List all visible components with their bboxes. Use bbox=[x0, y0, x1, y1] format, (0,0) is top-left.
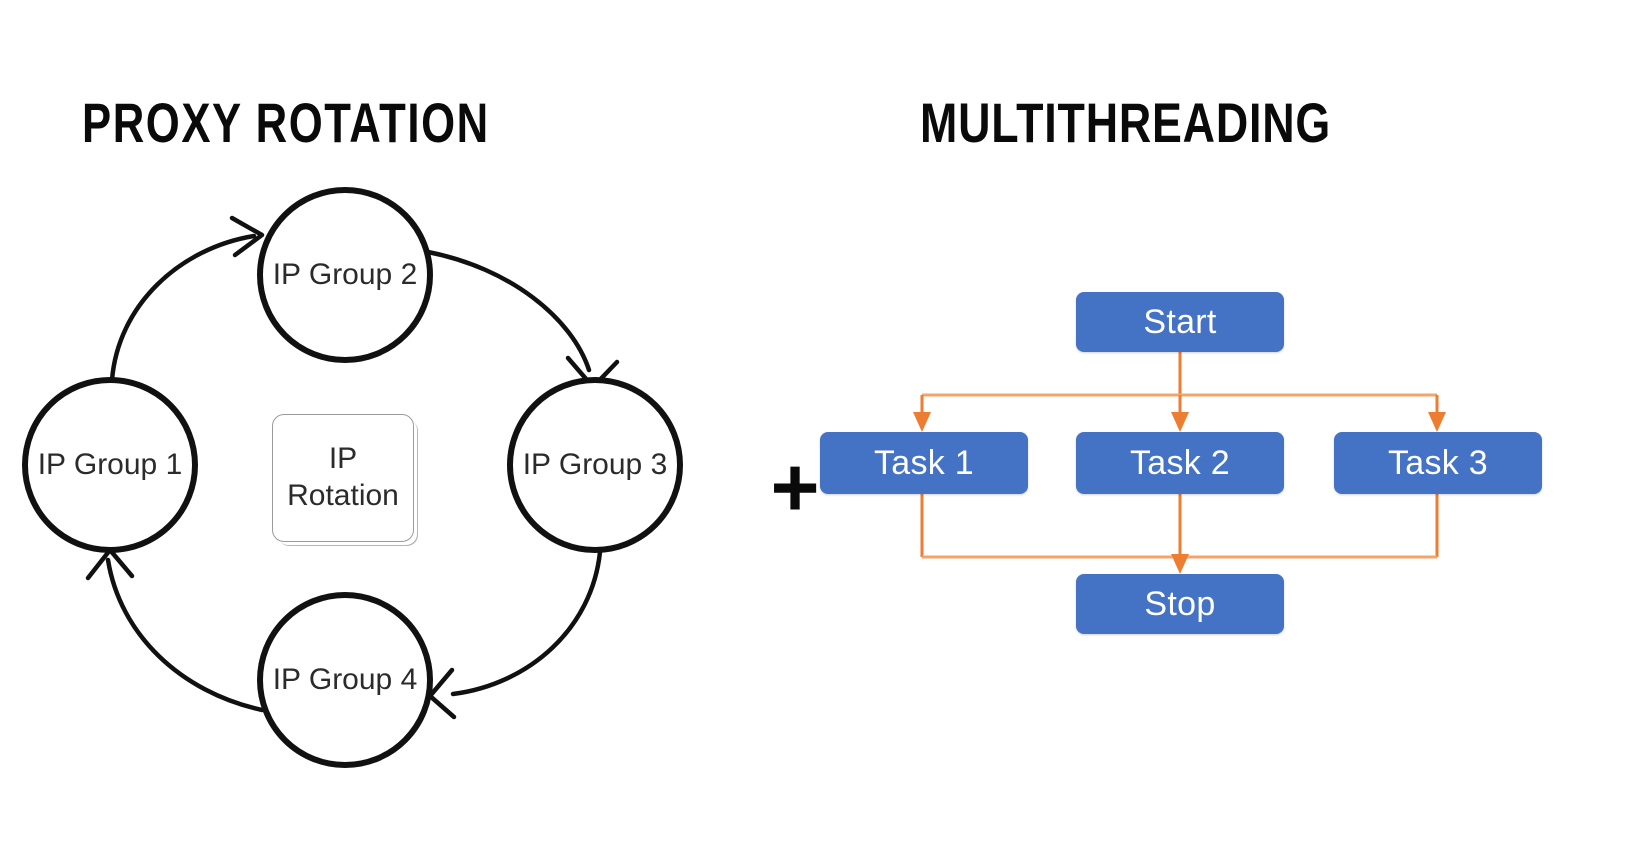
flow-box-task-3[interactable]: Task 3 bbox=[1334, 432, 1542, 494]
ip-rotation-card[interactable]: IP Rotation bbox=[272, 414, 414, 542]
ip-group-4-label: IP Group 4 bbox=[273, 663, 418, 696]
ip-group-2-circle[interactable] bbox=[257, 187, 433, 363]
flow-box-start-label: Start bbox=[1143, 302, 1217, 341]
flow-box-task-2-label: Task 2 bbox=[1129, 443, 1231, 482]
arrowhead-task-1 bbox=[913, 412, 931, 432]
arrowhead-task-3 bbox=[1428, 412, 1446, 432]
node-ip-group-4[interactable]: IP Group 4 bbox=[257, 592, 433, 768]
flow-box-start[interactable]: Start bbox=[1076, 292, 1284, 352]
ip-group-1-circle[interactable] bbox=[22, 377, 198, 553]
flow-box-task-1[interactable]: Task 1 bbox=[820, 432, 1028, 494]
node-ip-group-2[interactable]: IP Group 2 bbox=[257, 187, 433, 363]
edge-group4-to-group1 bbox=[85, 547, 265, 713]
flow-box-stop-label: Stop bbox=[1144, 584, 1216, 623]
arrowhead-task-2 bbox=[1171, 412, 1189, 432]
plus-combiner-symbol: + bbox=[770, 440, 820, 534]
flow-box-task-2[interactable]: Task 2 bbox=[1076, 432, 1284, 494]
edge-group2-to-group3 bbox=[425, 249, 620, 390]
edge-group3-to-group4 bbox=[427, 549, 603, 720]
flow-box-stop[interactable]: Stop bbox=[1076, 574, 1284, 634]
node-ip-group-1[interactable]: IP Group 1 bbox=[22, 377, 198, 553]
ip-group-3-label: IP Group 3 bbox=[523, 448, 668, 481]
flow-box-task-1-label: Task 1 bbox=[873, 443, 975, 482]
ip-rotation-card-line-2: Rotation bbox=[287, 479, 399, 512]
flow-box-task-3-label: Task 3 bbox=[1387, 443, 1489, 482]
edge-fork-to-task-2 bbox=[1171, 395, 1189, 432]
edge-fork-to-task-1 bbox=[913, 395, 931, 432]
arrowhead-stop bbox=[1171, 554, 1189, 574]
edge-group1-to-group2 bbox=[109, 215, 265, 383]
node-ip-group-3[interactable]: IP Group 3 bbox=[507, 377, 683, 553]
edge-join-to-stop bbox=[1171, 494, 1189, 574]
ip-rotation-card-line-1: IP bbox=[328, 442, 358, 476]
page-title-multithreading: MULTITHREADING bbox=[920, 91, 1332, 154]
ip-group-4-circle[interactable] bbox=[257, 592, 433, 768]
ip-group-3-circle[interactable] bbox=[507, 377, 683, 553]
page-title-proxy-rotation: PROXY ROTATION bbox=[82, 91, 490, 154]
edge-fork-to-task-3 bbox=[1428, 395, 1446, 432]
ip-group-2-label: IP Group 2 bbox=[273, 258, 418, 291]
ip-group-1-label: IP Group 1 bbox=[38, 448, 183, 481]
